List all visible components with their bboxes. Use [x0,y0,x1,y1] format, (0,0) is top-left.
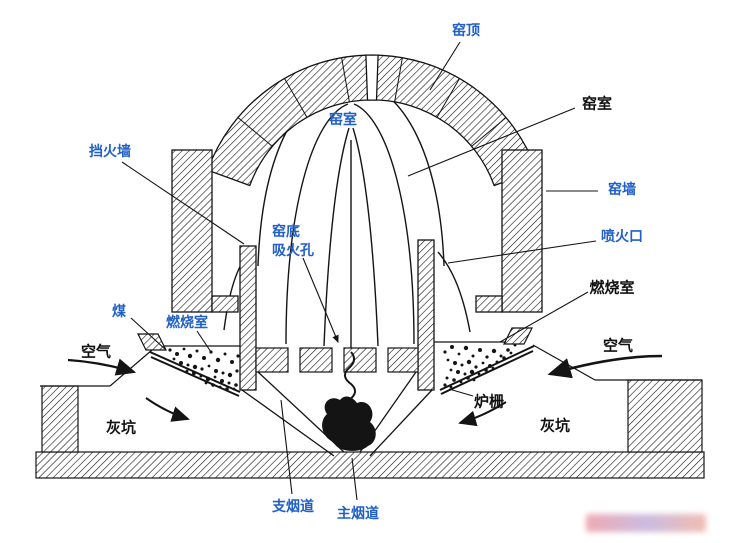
label-coal: 煤 [112,303,126,319]
grates [149,345,535,397]
label-kiln-chamber-inner: 窑室 [329,111,357,127]
label-main-flue: 主烟道 [337,505,379,521]
floor-vent-leader [302,257,339,344]
keystone-joint [365,54,379,101]
ground-base [35,344,705,479]
label-floor-vents: 窑底 吸火孔 [272,222,314,260]
coal-right [443,343,517,389]
kiln-wall-right [501,149,543,313]
label-kiln-wall: 窑墙 [608,181,636,197]
leader-lines [121,41,598,501]
label-ash-pit-right: 灰坑 [539,418,571,435]
label-floor-vents-line2: 吸火孔 [272,241,314,258]
kiln-wall-left [171,149,213,313]
smoke-squiggle [344,351,356,401]
flue-channels [241,351,433,457]
label-flame-port: 喷火口 [601,228,643,244]
label-combustion-chamber-right: 燃烧室 [589,280,635,297]
firebox-sills [137,327,533,351]
air-arrow-right [547,354,663,379]
fire-screen-walls [239,239,435,391]
label-kiln-top: 窑顶 [452,22,480,38]
watermark [586,514,706,532]
kiln-walls [171,149,543,313]
baffle-wall-right [417,239,435,391]
air-arrow-left [67,358,137,376]
sill-right [503,327,533,345]
arch-joint-lines [237,57,507,147]
ashpit-arrow-right [458,401,507,427]
wall-ledge-left [211,295,239,313]
label-ash-pit-left: 灰坑 [105,420,137,437]
label-combustion-chamber-left: 燃烧室 [166,314,208,330]
wall-ledge-right [475,295,503,313]
sill-left [137,333,167,351]
label-fire-screen-wall: 挡火墙 [89,143,131,159]
label-grate: 炉栅 [473,394,505,411]
label-floor-vents-line1: 窑底 [272,223,300,239]
ashpit-arrow-left [145,397,190,422]
label-branch-flue: 支烟道 [272,498,314,514]
label-kiln-chamber-right: 窑室 [581,96,613,113]
label-air-left: 空气 [80,344,112,361]
main-flue-smoke-blob [322,396,376,451]
label-air-right: 空气 [602,338,634,355]
kiln-floor-vents [255,347,419,373]
airflow-arrows [67,354,663,427]
baffle-wall-left [239,245,257,391]
